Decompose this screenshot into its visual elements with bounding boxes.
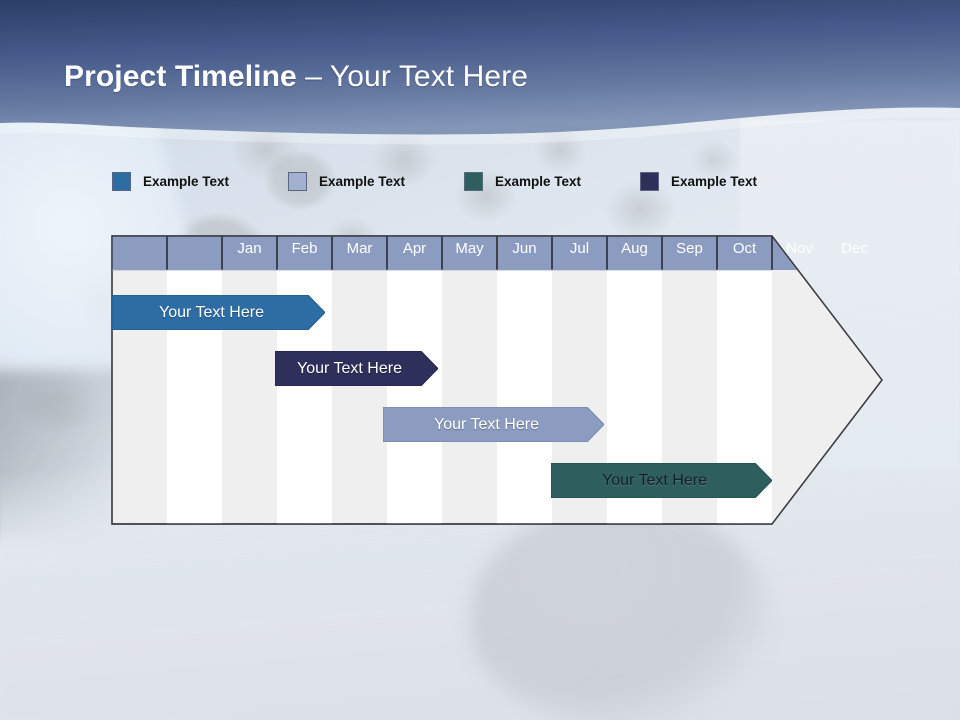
legend-label-2: Example Text	[319, 173, 406, 189]
task-bar-4[interactable]: Your Text Here	[551, 463, 772, 498]
legend-swatch-2-icon	[288, 171, 307, 191]
background-bowl-blur	[470, 505, 770, 720]
timeline-chart: Jan Feb Mar Apr May Jun Jul Aug Sep Oct …	[110, 234, 885, 526]
task-bar-2[interactable]: Your Text Here	[275, 351, 438, 386]
legend: Example Text Example Text Example Text E…	[112, 170, 812, 194]
task-bar-1-shape	[112, 295, 325, 330]
legend-item-4[interactable]: Example Text	[640, 170, 757, 192]
legend-item-3[interactable]: Example Text	[464, 170, 581, 192]
legend-label-1: Example Text	[143, 173, 230, 189]
page-title-bold: Project Timeline	[64, 60, 297, 93]
header-band	[0, 0, 960, 145]
task-bar-2-shape	[275, 351, 438, 386]
legend-item-2[interactable]: Example Text	[288, 170, 405, 192]
page-title: Project Timeline – Your Text Here	[64, 60, 528, 94]
task-bar-2-label: Your Text Here	[297, 360, 402, 377]
task-bar-1[interactable]: Your Text Here	[112, 295, 325, 330]
task-bar-4-label: Your Text Here	[602, 472, 707, 489]
page-title-light: – Your Text Here	[296, 60, 529, 93]
task-bar-3-shape	[383, 407, 604, 442]
legend-swatch-1-icon	[112, 171, 131, 191]
legend-swatch-4-icon	[640, 171, 659, 191]
task-bar-3-label: Your Text Here	[434, 416, 539, 433]
task-bar-4-shape	[551, 463, 772, 498]
legend-label-4: Example Text	[671, 173, 758, 189]
legend-swatch-3-icon	[464, 171, 483, 191]
task-bar-3[interactable]: Your Text Here	[383, 407, 604, 442]
legend-item-1[interactable]: Example Text	[112, 170, 229, 192]
task-bar-1-label: Your Text Here	[159, 304, 264, 321]
legend-label-3: Example Text	[495, 173, 582, 189]
